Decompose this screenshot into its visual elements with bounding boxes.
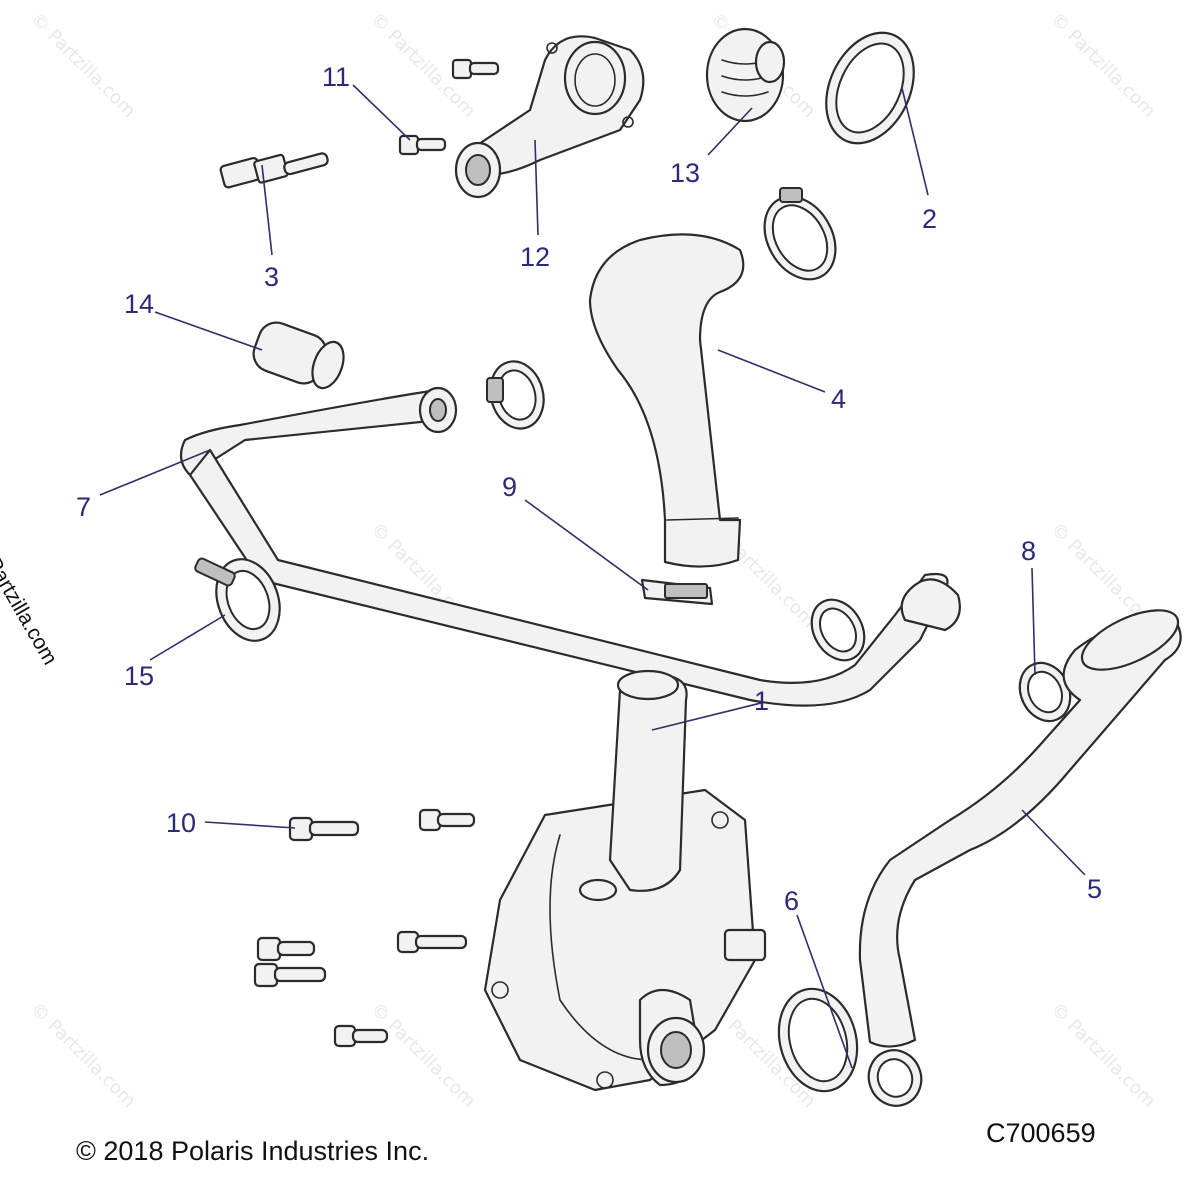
pump-bolt [333,1024,389,1048]
callout-7: 7 [76,492,91,522]
drawing-number: C700659 [986,1118,1096,1148]
leader-lines [99,84,1086,1069]
hose-clamp-small [486,360,545,430]
hose-clamp-upper [763,187,837,281]
temperature-sensor [219,152,329,189]
callout-3: 3 [264,262,279,292]
o-ring [777,987,859,1093]
connector-sleeve [252,321,345,390]
housing-bolt [398,134,447,156]
pump-bolt [396,930,468,954]
svg-text:© Partzilla.com: © Partzilla.com [26,999,139,1112]
callout-13: 13 [670,158,700,188]
callout-12: 12 [520,242,550,272]
callout-8: 8 [1021,536,1036,566]
callout-labels: 1 2 3 4 5 6 7 8 9 10 11 12 13 14 15 [76,62,1102,916]
pump-bolt [418,808,476,832]
svg-text:© Partzilla.com: © Partzilla.com [1046,999,1159,1112]
copyright-notice: © 2018 Polaris Industries Inc. [76,1136,430,1166]
callout-6: 6 [784,886,799,916]
callout-5: 5 [1087,874,1102,904]
coolant-bypass-tube [179,386,961,707]
callout-2: 2 [922,204,937,234]
callout-14: 14 [124,289,154,319]
svg-text:© Partzilla.com: © Partzilla.com [366,999,479,1112]
thermostat [705,27,786,123]
svg-text:© Partzilla.com: © Partzilla.com [26,9,139,122]
lower-radiator-hose [858,609,1182,1048]
thermostat-housing [454,35,645,199]
water-pump [483,669,767,1092]
hose-bracket-clip [194,557,281,642]
hose-clamp-lower [867,1049,923,1107]
callout-4: 4 [831,384,846,414]
callout-9: 9 [502,472,517,502]
callout-11: 11 [322,62,350,92]
pump-bolt [288,816,360,842]
housing-bolt [451,58,500,80]
svg-text:© Partzilla.com: © Partzilla.com [1046,9,1159,122]
pump-bolt [253,962,327,988]
hose-clamp-1 [810,598,866,662]
callout-15: 15 [124,661,154,691]
callout-10: 10 [166,808,196,838]
pump-bolt [256,936,316,962]
upper-radiator-hose [588,233,745,568]
callout-1: 1 [754,686,769,716]
hose-clamp-9 [640,578,714,606]
thermostat-seal [825,31,915,145]
